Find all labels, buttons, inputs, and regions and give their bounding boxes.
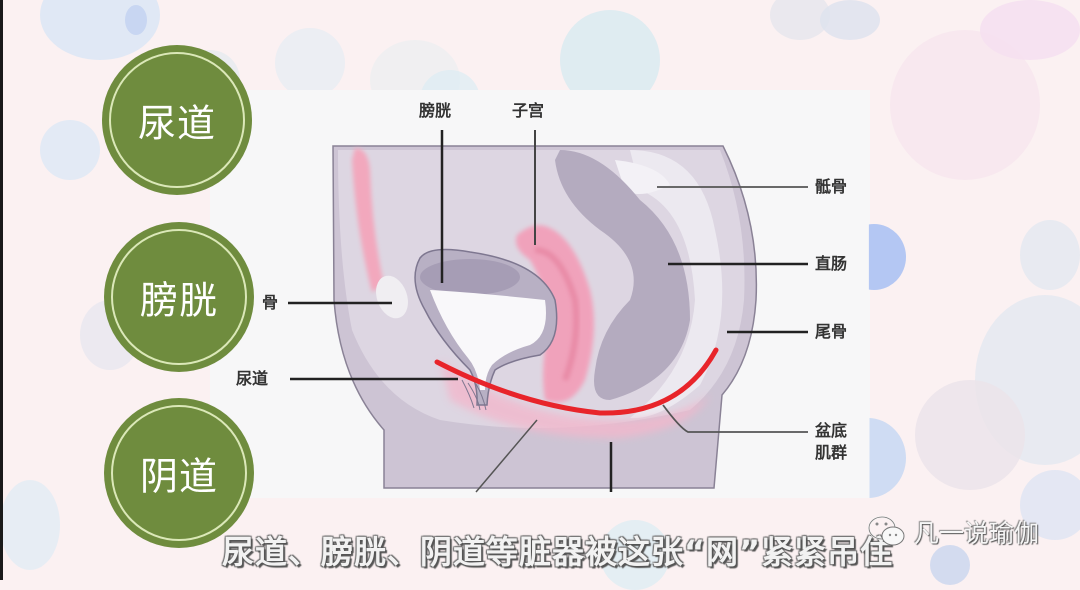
label-pubic-bone: 骨 bbox=[262, 293, 279, 312]
label-uterus: 子宫 bbox=[512, 101, 545, 120]
organ-circle-label: 尿道 bbox=[137, 101, 216, 146]
background-bubble bbox=[915, 380, 1025, 490]
label-bladder: 膀胱 bbox=[419, 101, 452, 120]
label-urethra: 尿道 bbox=[236, 369, 269, 388]
background-bubble bbox=[1020, 470, 1080, 540]
background-bubble bbox=[600, 520, 670, 590]
wechat-icon bbox=[868, 516, 905, 546]
label-pelvic-floor-line2: 肌群 bbox=[815, 443, 848, 462]
background-bubble bbox=[820, 0, 880, 40]
frame-edge bbox=[0, 0, 3, 580]
watermark-text: 凡一说瑜伽 bbox=[914, 519, 1040, 548]
organ-circle-bladder: 膀胱 bbox=[104, 222, 254, 372]
organ-circle-urethra: 尿道 bbox=[102, 45, 252, 195]
organ-circle-vagina: 阴道 bbox=[104, 398, 254, 548]
label-pelvic-floor: 盆底 肌群 bbox=[815, 420, 847, 464]
background-bubble bbox=[980, 0, 1080, 60]
subtitle-caption: 尿道、膀胱、阴道等脏器被这张“网”紧紧吊住 bbox=[222, 533, 894, 571]
watermark: 凡一说瑜伽 bbox=[866, 514, 1039, 550]
background-bubble bbox=[275, 28, 345, 98]
label-pelvic-floor-line1: 盆底 bbox=[815, 421, 848, 440]
label-rectum: 直肠 bbox=[815, 254, 848, 273]
background-bubble bbox=[1020, 220, 1080, 290]
background-bubble bbox=[40, 120, 100, 180]
label-sacrum: 骶骨 bbox=[815, 177, 848, 196]
background-bubble bbox=[125, 5, 147, 35]
label-coccyx: 尾骨 bbox=[815, 322, 848, 341]
background-bubble bbox=[930, 545, 970, 585]
background-bubble bbox=[0, 480, 60, 570]
organ-circle-label: 膀胱 bbox=[139, 278, 218, 323]
organ-circle-label: 阴道 bbox=[139, 454, 218, 499]
